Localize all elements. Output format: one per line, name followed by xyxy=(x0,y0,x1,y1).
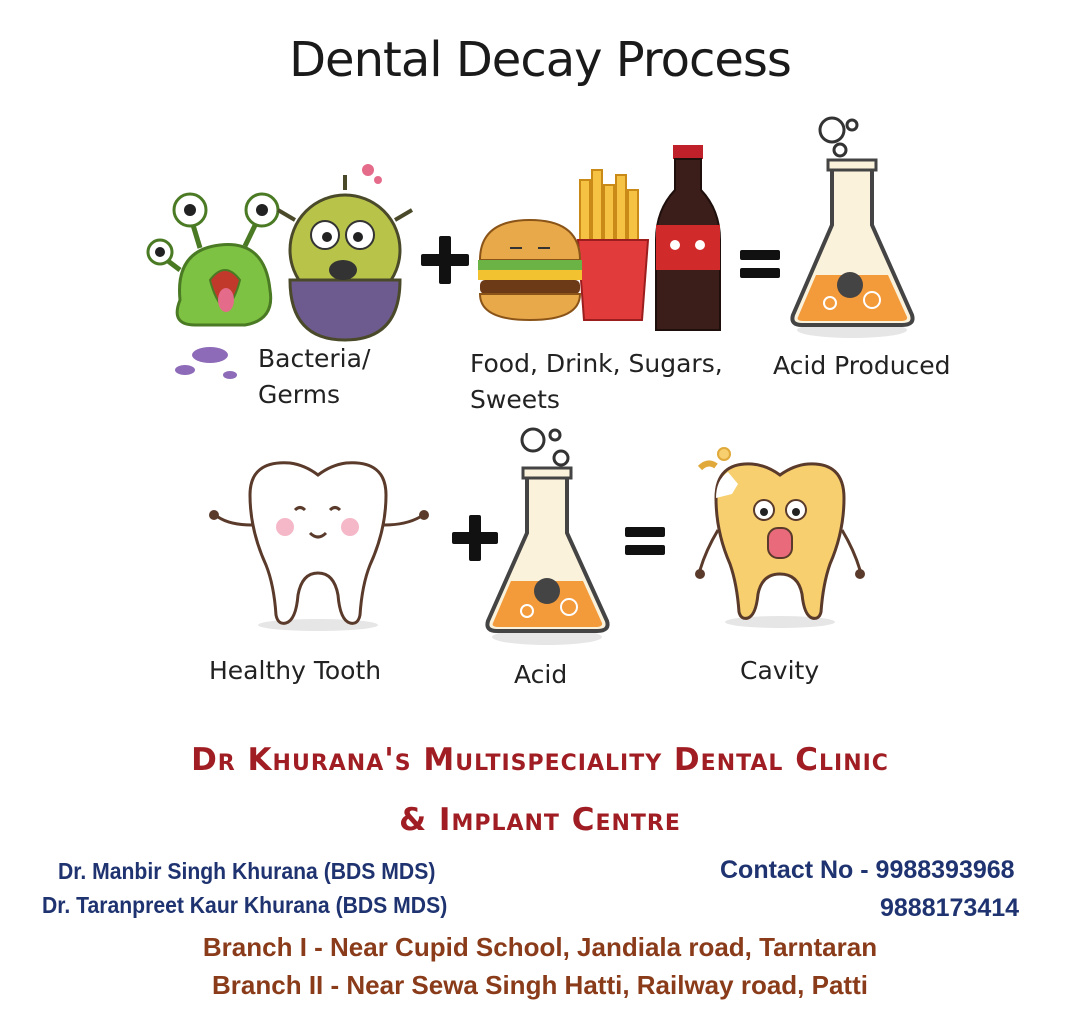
bacteria-label-line2: Germs xyxy=(258,380,340,409)
clinic-name-line2: & Implant Centre xyxy=(0,802,1080,838)
fast-food-illustration xyxy=(478,145,721,331)
branch-address: Branch II - Near Sewa Singh Hatti, Railw… xyxy=(212,970,868,1000)
contact-number: Contact No - 9988393968 xyxy=(720,856,1015,884)
doctor-name: Dr. Taranpreet Kaur Khurana (BDS MDS) xyxy=(42,892,448,918)
clinic-name-line1-text: Dr Khurana's Multispeciality Dental Clin… xyxy=(191,742,889,778)
acid-produced-label: Acid Produced xyxy=(773,351,951,380)
contact-number: 9888173414 xyxy=(880,894,1020,922)
healthy-tooth-label: Healthy Tooth xyxy=(209,656,382,685)
equals-icon xyxy=(740,250,780,280)
clinic-name-line2-text: & Implant Centre xyxy=(399,802,681,838)
bacteria-label: Bacteria/ Germs xyxy=(258,341,370,413)
plus-icon xyxy=(452,515,498,561)
healthy-tooth-illustration xyxy=(209,461,429,631)
doctor-name: Dr. Manbir Singh Khurana (BDS MDS) xyxy=(58,858,436,884)
cavity-tooth-illustration xyxy=(695,447,865,628)
clinic-name-line1: Dr Khurana's Multispeciality Dental Clin… xyxy=(0,742,1080,778)
flask-icon xyxy=(485,427,610,645)
plus-icon xyxy=(421,236,469,284)
cavity-label: Cavity xyxy=(740,656,820,685)
page-title: Dental Decay Process xyxy=(289,32,792,88)
acid-label: Acid xyxy=(514,660,568,689)
germs-illustration xyxy=(146,164,414,379)
branch-address: Branch I - Near Cupid School, Jandiala r… xyxy=(202,932,878,962)
equals-icon xyxy=(625,527,665,557)
food-label-line1: Food, Drink, Sugars, xyxy=(470,349,723,378)
food-label: Food, Drink, Sugars, Sweets xyxy=(470,346,723,418)
flask-icon xyxy=(790,116,915,338)
food-label-line2: Sweets xyxy=(470,385,560,414)
bacteria-label-line1: Bacteria/ xyxy=(258,344,371,373)
